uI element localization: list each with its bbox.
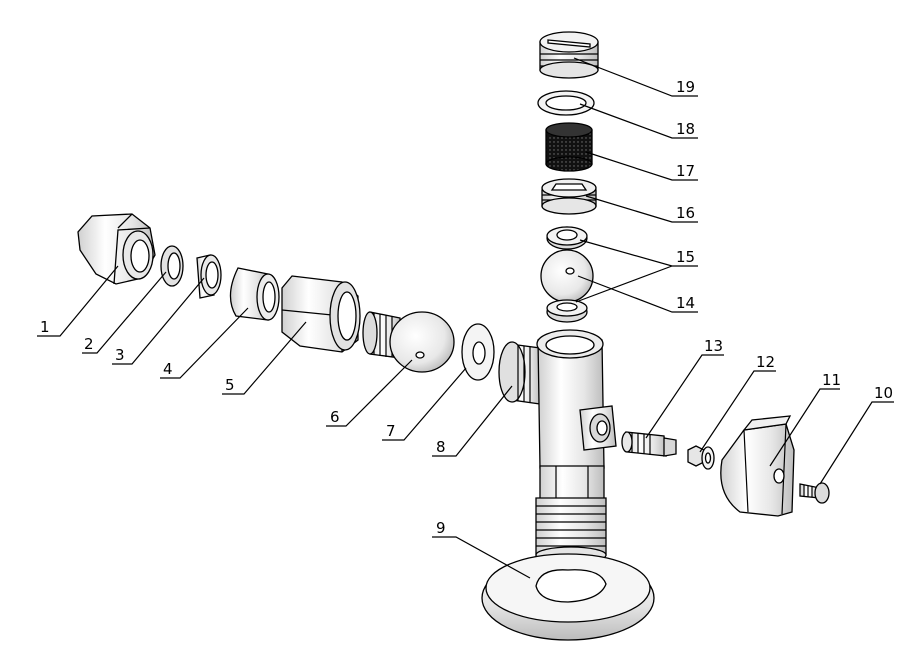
part-10-screw <box>799 482 830 504</box>
label-5: 5 <box>225 376 235 394</box>
leader-lines <box>37 57 894 579</box>
label-7: 7 <box>386 422 396 440</box>
leader-17 <box>585 151 698 181</box>
leader-3 <box>112 277 205 365</box>
part-15-seat-ring-bottom <box>546 299 588 323</box>
part-14-ball <box>540 249 594 303</box>
leader-12 <box>699 370 776 453</box>
part-19-plug-cap <box>539 31 599 79</box>
part-9-flange-plate <box>481 553 655 641</box>
label-13: 13 <box>704 337 723 355</box>
part-16-bushing <box>541 178 597 215</box>
leader-8 <box>432 385 513 457</box>
leader-14 <box>577 275 698 313</box>
part-4-cylinder <box>229 267 280 321</box>
label-14: 14 <box>676 294 695 312</box>
leader-18 <box>579 103 698 139</box>
leader-4 <box>160 307 249 379</box>
label-1: 1 <box>40 318 50 336</box>
part-7-washer <box>461 323 495 381</box>
label-17: 17 <box>676 162 695 180</box>
label-6: 6 <box>330 408 340 426</box>
part-11-handle <box>720 415 795 517</box>
part-5-coupling-nut <box>281 275 361 353</box>
label-2: 2 <box>84 335 94 353</box>
leader-6 <box>326 359 413 427</box>
part-15-seat-ring-top <box>546 226 588 250</box>
leader-19 <box>573 57 698 97</box>
part-8-valve-body <box>498 329 617 564</box>
leader-15b <box>575 265 673 303</box>
part-6-ball-stem <box>362 311 455 373</box>
label-11: 11 <box>822 371 841 389</box>
leader-9 <box>432 536 531 579</box>
leader-5 <box>222 321 307 395</box>
label-18: 18 <box>676 120 695 138</box>
leader-11 <box>769 388 840 467</box>
part-2-ring <box>160 245 184 287</box>
leader-2 <box>82 271 167 354</box>
part-18-o-ring <box>537 90 595 116</box>
label-8: 8 <box>436 438 446 456</box>
label-3: 3 <box>115 346 125 364</box>
part-17-strainer-mesh <box>545 122 593 172</box>
leader-7 <box>382 367 467 441</box>
label-16: 16 <box>676 204 695 222</box>
label-10: 10 <box>874 384 893 402</box>
part-3-sleeve <box>196 254 222 299</box>
leader-1 <box>37 265 119 337</box>
leader-10 <box>819 401 894 485</box>
part-13-spindle <box>621 431 677 457</box>
part-1-hex-nut <box>77 213 156 285</box>
label-9: 9 <box>436 519 446 537</box>
label-19: 19 <box>676 78 695 96</box>
label-4: 4 <box>163 360 173 378</box>
label-12: 12 <box>756 353 775 371</box>
label-15: 15 <box>676 248 695 266</box>
leader-13 <box>645 354 724 439</box>
leader-16 <box>585 195 698 223</box>
part-labels: 1 2 3 4 5 6 7 8 9 10 11 12 13 14 15 16 1… <box>40 78 893 537</box>
